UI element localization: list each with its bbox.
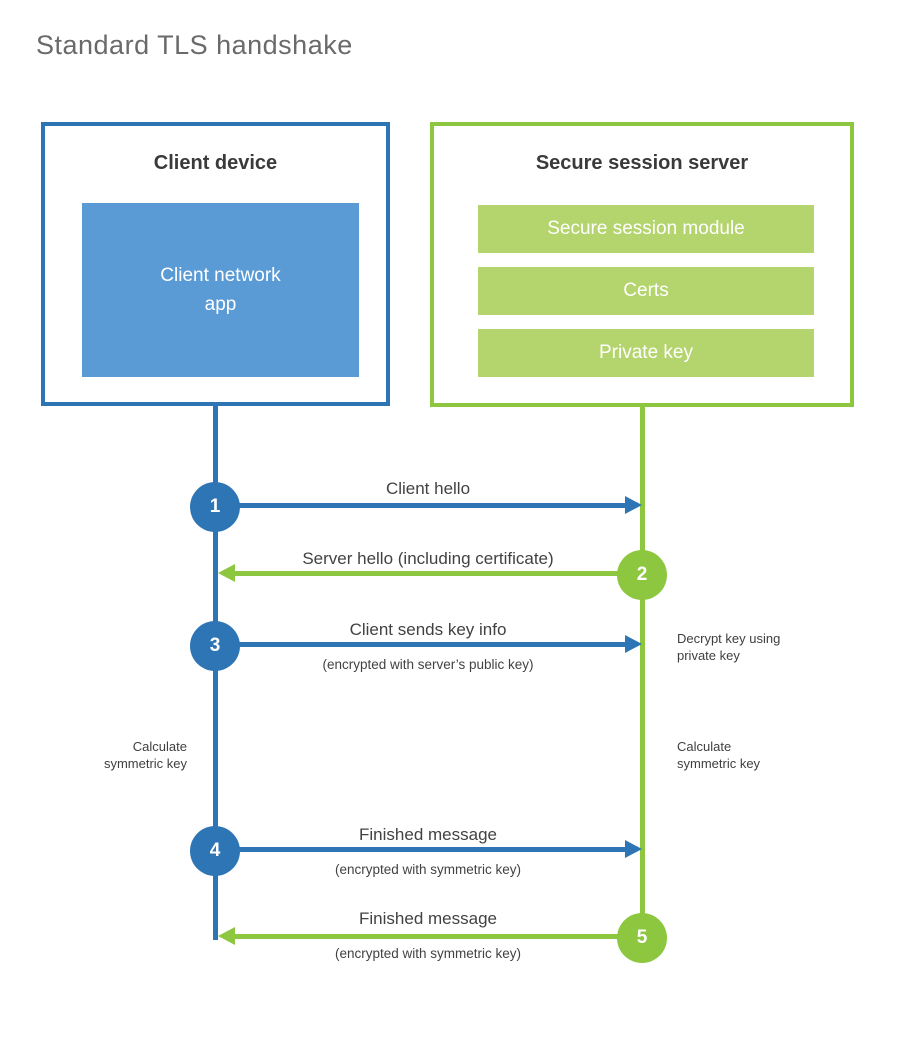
step-badge-2: 2 — [617, 550, 667, 600]
label-finished-server: Finished message — [359, 909, 497, 928]
server-module-secure-session: Secure session module — [478, 205, 814, 253]
arrowhead-left-icon — [218, 927, 235, 945]
arrow-finished-server — [233, 934, 623, 939]
label-finished-client: Finished message — [359, 825, 497, 844]
client-device-box: Client device Client network app — [41, 122, 390, 406]
server-module-private-key: Private key — [478, 329, 814, 377]
note-calculate-symmetric-key-client: Calculate symmetric key — [103, 739, 187, 771]
client-network-app-box: Client network app — [82, 203, 359, 377]
secure-session-server-box: Secure session server Secure session mod… — [430, 122, 854, 407]
server-module-certs: Certs — [478, 267, 814, 315]
server-lifeline — [640, 407, 645, 938]
arrow-client-key-info — [238, 642, 628, 647]
step-badge-5: 5 — [617, 913, 667, 963]
sublabel-finished-client: (encrypted with symmetric key) — [334, 862, 522, 877]
arrow-server-hello — [233, 571, 623, 576]
label-client-hello: Client hello — [385, 479, 471, 498]
arrow-finished-client — [238, 847, 628, 852]
note-decrypt-key: Decrypt key using private key — [677, 631, 781, 663]
arrowhead-right-icon — [625, 635, 642, 653]
sublabel-finished-server: (encrypted with symmetric key) — [334, 946, 522, 961]
note-calculate-symmetric-key-server: Calculate symmetric key — [677, 739, 761, 771]
client-device-title: Client device — [153, 152, 278, 174]
arrowhead-left-icon — [218, 564, 235, 582]
secure-session-server-title: Secure session server — [535, 152, 749, 174]
page-title: Standard TLS handshake — [36, 30, 353, 60]
step-badge-3: 3 — [190, 621, 240, 671]
sublabel-client-key-info: (encrypted with server’s public key) — [322, 657, 534, 672]
arrowhead-right-icon — [625, 496, 642, 514]
arrow-client-hello — [238, 503, 628, 508]
client-lifeline — [213, 406, 218, 940]
label-client-key-info: Client sends key info — [349, 620, 507, 639]
step-badge-4: 4 — [190, 826, 240, 876]
label-server-hello: Server hello (including certificate) — [302, 549, 554, 568]
arrowhead-right-icon — [625, 840, 642, 858]
step-badge-1: 1 — [190, 482, 240, 532]
